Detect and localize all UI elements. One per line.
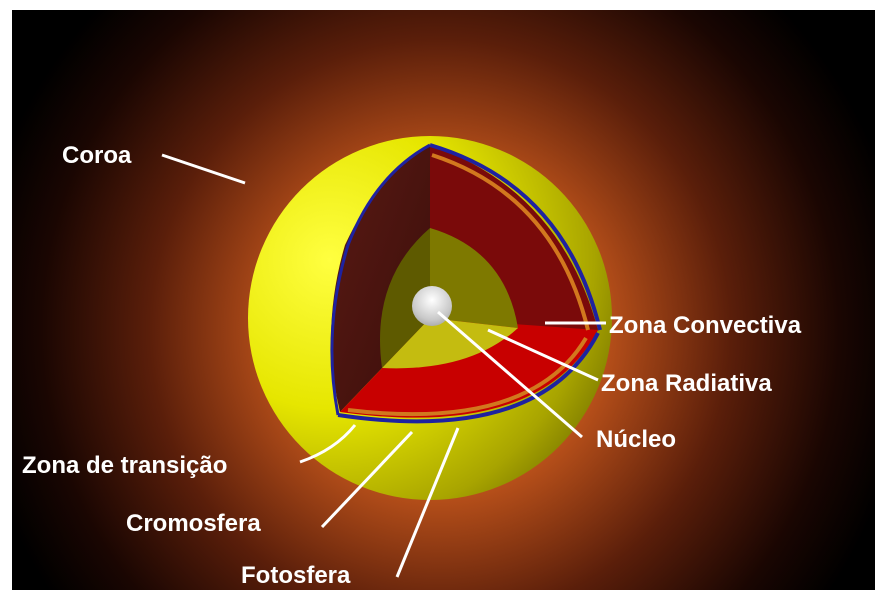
radiative-zone-left (380, 228, 430, 368)
chromosphere-edge-right (431, 153, 590, 331)
chromosphere-label: Cromosfera (126, 510, 261, 537)
transition-zone-leader-line (299, 424, 357, 464)
transition-zone-label: Zona de transição (22, 452, 227, 479)
chromosphere-leader-line (320, 430, 414, 529)
radiative-zone-leader-line (487, 328, 599, 382)
convective-zone-bottom (340, 318, 598, 418)
convective-zone-label: Zona Convectiva (609, 312, 802, 339)
photosphere-label: Fotosfera (241, 562, 351, 589)
photosphere-edge-right (429, 143, 602, 331)
corona-label: Coroa (62, 142, 132, 169)
photosphere-leader-line (395, 427, 460, 578)
chromosphere-edge-bottom (347, 336, 588, 417)
cutaway-left-wall (331, 145, 430, 412)
core-leader-line (437, 310, 583, 439)
radiative-zone-label: Zona Radiativa (601, 370, 772, 397)
core-label: Núcleo (596, 426, 676, 453)
photosphere-edge-left (330, 143, 431, 416)
corona-leader-line (161, 153, 246, 185)
radiative-zone-bottom (382, 318, 518, 369)
photosphere-edge-bottom (337, 332, 600, 424)
radiative-zone-top (430, 228, 518, 328)
